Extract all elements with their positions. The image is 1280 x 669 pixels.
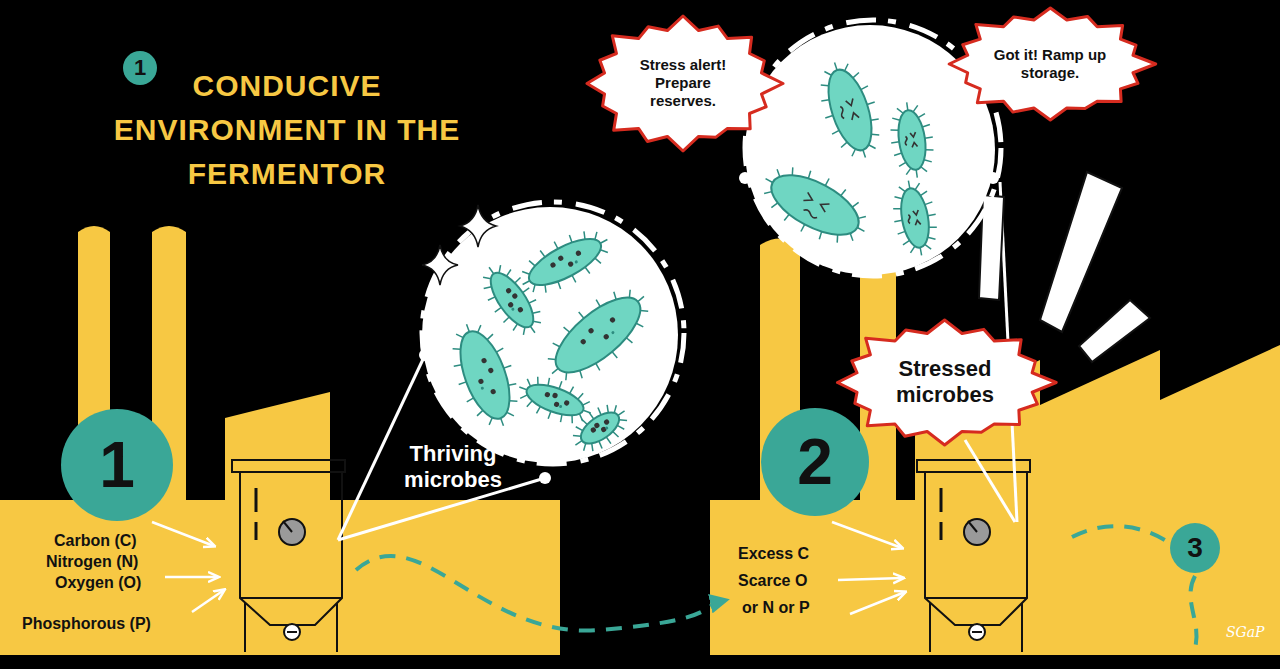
input-label: or N or P [742, 598, 810, 617]
flow-arrow [1072, 526, 1168, 542]
step-number: 3 [1170, 523, 1220, 573]
leader-dot [739, 172, 751, 184]
watermark: SGaP [1226, 624, 1265, 641]
burst-text: Stressed microbes [882, 356, 1007, 409]
number-text: 3 [1187, 534, 1203, 562]
input-label: Phosphorous (P) [22, 614, 151, 633]
step-number: 2 [761, 408, 869, 516]
input-label: Carbon (C) [54, 531, 137, 550]
sparkles [422, 205, 496, 285]
number-text: 1 [134, 57, 146, 79]
exclamation-bars [979, 172, 1150, 362]
number-text: 2 [797, 430, 833, 494]
burst-text: Stress alert! Prepare reserves. [627, 56, 739, 110]
callout-number: 1 [123, 51, 157, 85]
speech-burst: Got it! Ramp up storage. [945, 8, 1156, 120]
input-label: Oxygen (O) [55, 573, 141, 592]
burst-text: Got it! Ramp up storage. [991, 46, 1109, 82]
leader-dot [539, 472, 551, 484]
step-number: 1 [61, 409, 173, 521]
leader-dot [987, 172, 999, 184]
thriving-microbes-view [422, 202, 684, 464]
leader-dot [419, 349, 431, 361]
number-text: 1 [99, 433, 135, 497]
input-label: Excess C [738, 544, 809, 563]
input-label: Scarce O [738, 571, 807, 590]
fermentor [917, 460, 1030, 652]
factory-right [710, 239, 1280, 656]
leader-lines [338, 182, 1017, 540]
fermentor [232, 460, 345, 652]
input-label: Nitrogen (N) [46, 552, 138, 571]
stress-burst: Stressed microbes [833, 320, 1056, 445]
stage-label: Thriving microbes [388, 441, 518, 494]
flow-arrow [356, 556, 722, 631]
speech-burst: Stress alert! Prepare reserves. [583, 16, 783, 151]
flow-arrow [1190, 576, 1196, 648]
